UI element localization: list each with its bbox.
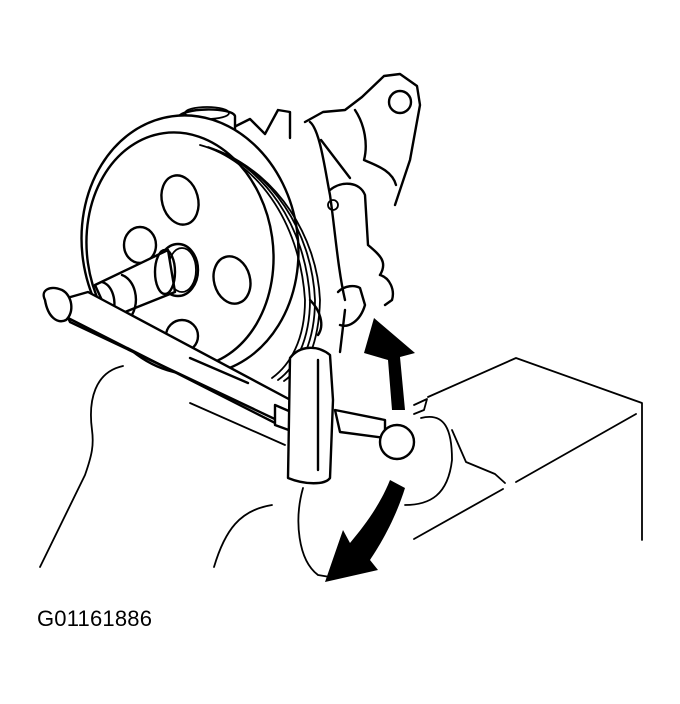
figure-id-label: G01161886: [37, 606, 153, 631]
pulley: [80, 114, 321, 383]
puller-tool: [42, 286, 416, 485]
rotation-arrow-up: [364, 318, 415, 410]
pulley-shaft: [93, 242, 200, 320]
rotation-arrow-down: [325, 480, 405, 582]
engine-housing: [39, 365, 331, 578]
engine-block: [404, 357, 643, 541]
